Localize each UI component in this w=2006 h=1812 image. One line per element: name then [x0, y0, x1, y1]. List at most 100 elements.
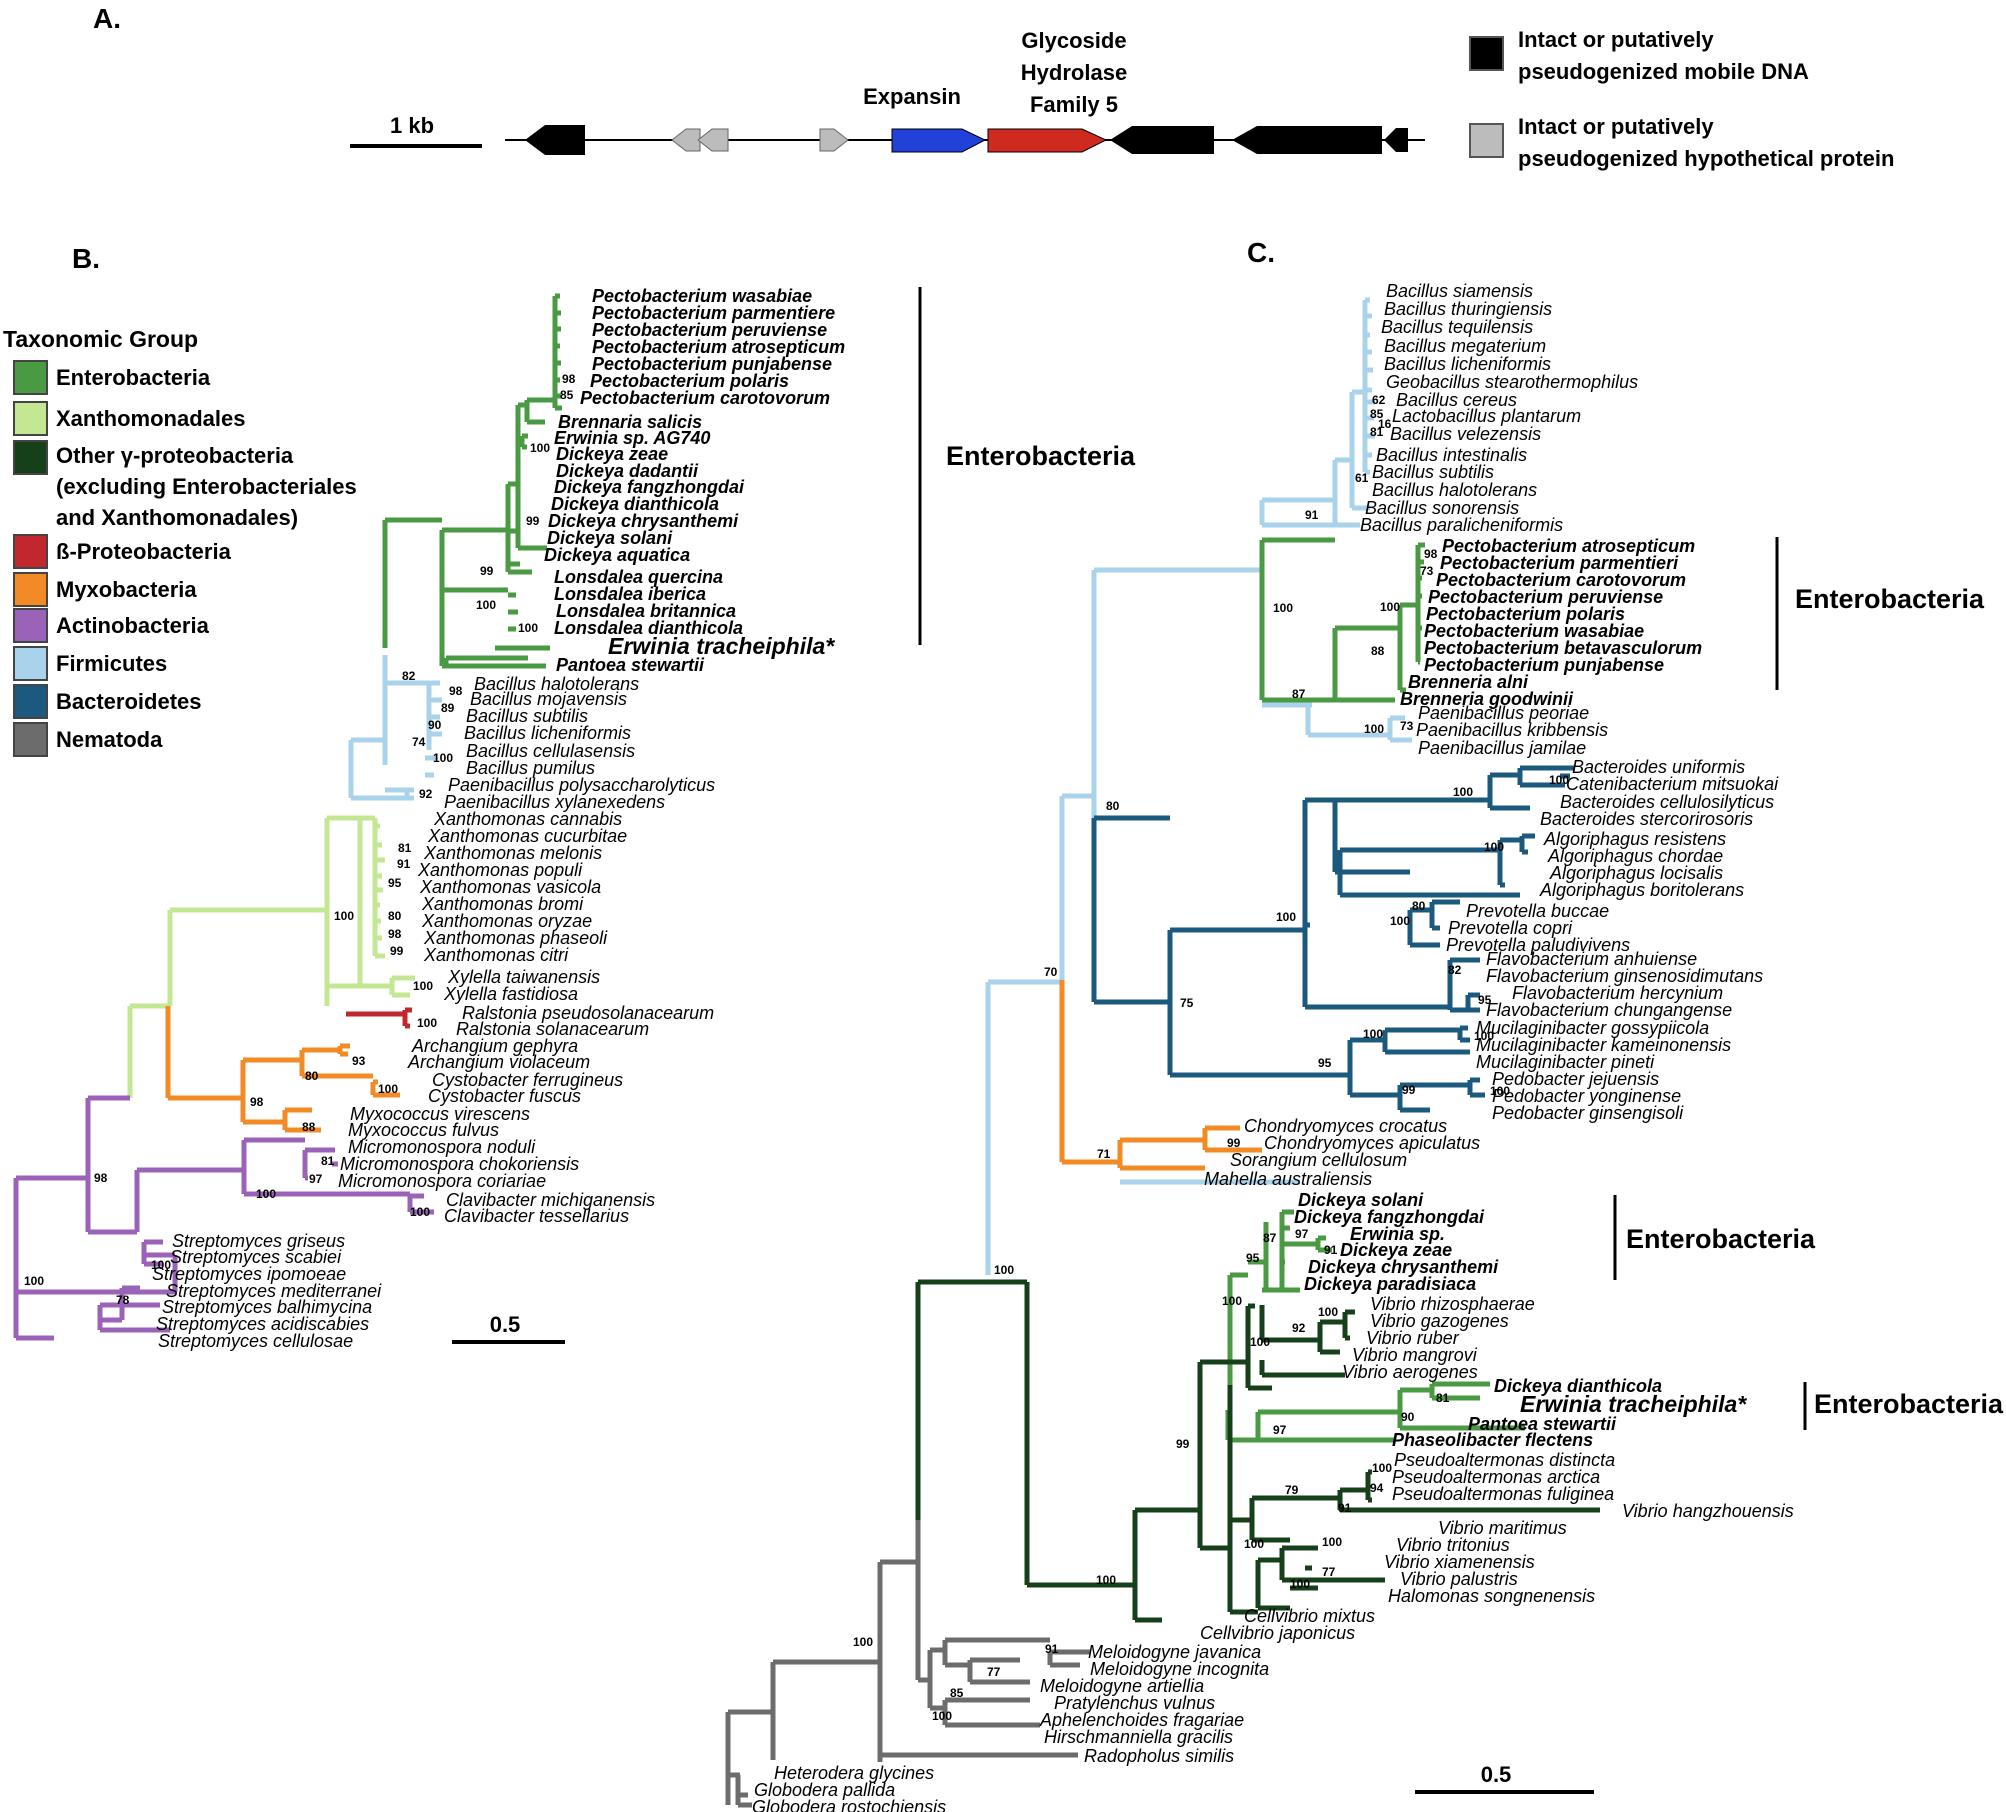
leaf-label: Erwinia tracheiphila*: [608, 633, 835, 659]
leaf-label: Chondryomyces apiculatus: [1264, 1133, 1480, 1153]
leaf-label: Xanthomonas cucurbitae: [427, 826, 627, 846]
leaf-label: Vibrio tritonius: [1396, 1535, 1510, 1555]
bootstrap-value: 100: [24, 1274, 44, 1288]
leaf-label: Flavobacterium hercynium: [1512, 983, 1723, 1003]
leaf-label: Bacillus pumilus: [466, 758, 595, 778]
leaf-label: Dickeya zeae: [1340, 1240, 1452, 1260]
leaf-label: Meloidogyne incognita: [1090, 1659, 1269, 1679]
leaf-label: Pectobacterium betavasculorum: [1424, 638, 1702, 658]
leaf-label: Streptomyces balhimycina: [162, 1297, 372, 1317]
leaf-label: Mucilaginibacter gossypiicola: [1476, 1018, 1709, 1038]
leaf-label: Globodera rostochiensis: [752, 1797, 946, 1812]
legend-swatch-beta: [13, 534, 48, 569]
bootstrap-value: 88: [302, 1120, 316, 1134]
legend-swatch-hypothetical: [1469, 123, 1504, 158]
bootstrap-value: 92: [1292, 1321, 1306, 1335]
leaf-label: Meloidogyne artiellia: [1040, 1676, 1204, 1696]
bootstrap-value: 98: [1424, 547, 1438, 561]
leaf-label: Pedobacter yonginense: [1492, 1086, 1681, 1106]
bootstrap-value: 100: [932, 1709, 952, 1723]
leaf-label: Bacillus paralicheniformis: [1360, 515, 1563, 535]
leaf-label: Pseudoaltermonas distincta: [1394, 1450, 1615, 1470]
bootstrap-value: 100: [151, 1258, 171, 1272]
legend-mobile-dna-line2: pseudogenized mobile DNA: [1518, 59, 1809, 84]
hypothetical-gene: [819, 128, 849, 152]
bootstrap-value: 88: [1371, 644, 1385, 658]
tree-c: 0.5 Enterobacteria Enterobacteria Entero…: [725, 281, 2004, 1812]
legend-label-enterobacteria: Enterobacteria: [56, 365, 211, 390]
leaf-label: Archangium violaceum: [407, 1052, 590, 1072]
leaf-label: Pectobacterium polaris: [1426, 604, 1625, 624]
leaf-label: Streptomyces griseus: [172, 1231, 345, 1251]
bootstrap-value: 100: [1490, 1084, 1510, 1098]
legend-label-other-gamma-line3: and Xanthomonadales): [56, 505, 298, 530]
leaf-label: Streptomyces ipomoeae: [152, 1264, 346, 1284]
leaf-label: Lonsdalea iberica: [554, 584, 706, 604]
leaf-label: Pedobacter jejuensis: [1492, 1069, 1659, 1089]
leaf-label: Bacillus halotolerans: [474, 674, 639, 694]
legend-title: Taxonomic Group: [3, 326, 198, 352]
leaf-label: Xanthomonas bromi: [421, 894, 584, 914]
bootstrap-value: 73: [1400, 719, 1414, 733]
scale-bar-label: 1 kb: [390, 113, 434, 138]
bootstrap-value: 100: [1453, 785, 1473, 799]
bootstrap-value: 99: [1227, 1136, 1241, 1150]
bootstrap-value: 99: [480, 564, 494, 578]
leaf-label: Micromonospora coriariae: [338, 1171, 546, 1191]
bootstrap-value: 77: [987, 1665, 1001, 1679]
bootstrap-value: 100: [1390, 914, 1410, 928]
leaf-label: Pectobacterium carotovorum: [1436, 570, 1686, 590]
bootstrap-value: 89: [441, 701, 455, 715]
leaf-label: Erwinia sp.: [1350, 1224, 1445, 1244]
leaf-label: Streptomyces mediterranei: [166, 1281, 382, 1301]
leaf-label: Micromonospora noduli: [348, 1137, 536, 1157]
leaf-label: Algoriphagus locisalis: [1549, 863, 1723, 883]
bootstrap-value: 100: [410, 1205, 430, 1219]
leaf-label: Pedobacter ginsengisoli: [1492, 1103, 1684, 1123]
leaf-label: Paenibacillus peoriae: [1418, 703, 1589, 723]
legend-label-actinobacteria: Actinobacteria: [56, 613, 210, 638]
panel-label-b: B.: [72, 243, 100, 274]
bootstrap-value: 82: [402, 669, 416, 683]
leaf-label: Erwinia sp. AG740: [554, 428, 710, 448]
legend-swatch-enterobacteria: [13, 360, 48, 395]
leaf-label: Algoriphagus boritolerans: [1539, 880, 1744, 900]
gene-neighborhood-panel: 1 kb Expansin Glycoside Hydrolase Family…: [350, 27, 1894, 171]
legend-label-xanthomonadales: Xanthomonadales: [56, 406, 245, 431]
leaf-label: Lonsdalea quercina: [554, 567, 723, 587]
bootstrap-value: 100: [417, 1016, 437, 1030]
leaf-label: Ralstonia pseudosolanacearum: [462, 1003, 714, 1023]
tree-b-scale-label: 0.5: [490, 1312, 521, 1337]
bootstrap-value: 95: [1246, 1251, 1260, 1265]
leaf-label: Clavibacter tessellarius: [444, 1206, 629, 1226]
legend-swatch-xanthomonadales: [13, 401, 48, 436]
leaf-label: Bacillus cellulasensis: [466, 741, 635, 761]
leaf-label: Mucilaginibacter pineti: [1476, 1052, 1655, 1072]
leaf-label: Prevotella buccae: [1466, 901, 1609, 921]
leaf-label: Bacillus thuringiensis: [1384, 299, 1552, 319]
leaf-label: Radopholus similis: [1084, 1746, 1234, 1766]
tree-c-branches: [725, 297, 1600, 1808]
tree-c-clade-label: Enterobacteria: [1795, 584, 1985, 614]
leaf-label: Myxococcus virescens: [350, 1104, 530, 1124]
leaf-label: Cystobacter ferrugineus: [432, 1070, 623, 1090]
leaf-label: Vibrio mangrovi: [1352, 1345, 1478, 1365]
bootstrap-value: 99: [390, 944, 404, 958]
leaf-label: Pectobacterium carotovorum: [580, 388, 830, 408]
tree-b-leaves: Pectobacterium wasabiae Pectobacterium p…: [152, 286, 845, 1351]
bootstrap-value: 100: [256, 1187, 276, 1201]
leaf-label: Flavobacterium chungangense: [1486, 1000, 1732, 1020]
bootstrap-value: 100: [1474, 1029, 1494, 1043]
leaf-label: Cystobacter fuscus: [428, 1086, 581, 1106]
bootstrap-value: 98: [94, 1171, 108, 1185]
leaf-label: Pectobacterium wasabiae: [1424, 621, 1644, 641]
bootstrap-value: 100: [1250, 1335, 1270, 1349]
leaf-label: Aphelenchoides fragariae: [1039, 1710, 1244, 1730]
leaf-label: Brennaria salicis: [558, 412, 702, 432]
bootstrap-value: 100: [1363, 1027, 1383, 1041]
branches-myxobacteria-c: [1059, 980, 1262, 1171]
leaf-label: Pectobacterium atrosepticum: [1442, 536, 1695, 556]
leaf-label: Pectobacterium parmentiere: [592, 303, 835, 323]
legend-swatch-mobile-dna: [1469, 36, 1504, 71]
bootstrap-value: 100: [1484, 840, 1504, 854]
